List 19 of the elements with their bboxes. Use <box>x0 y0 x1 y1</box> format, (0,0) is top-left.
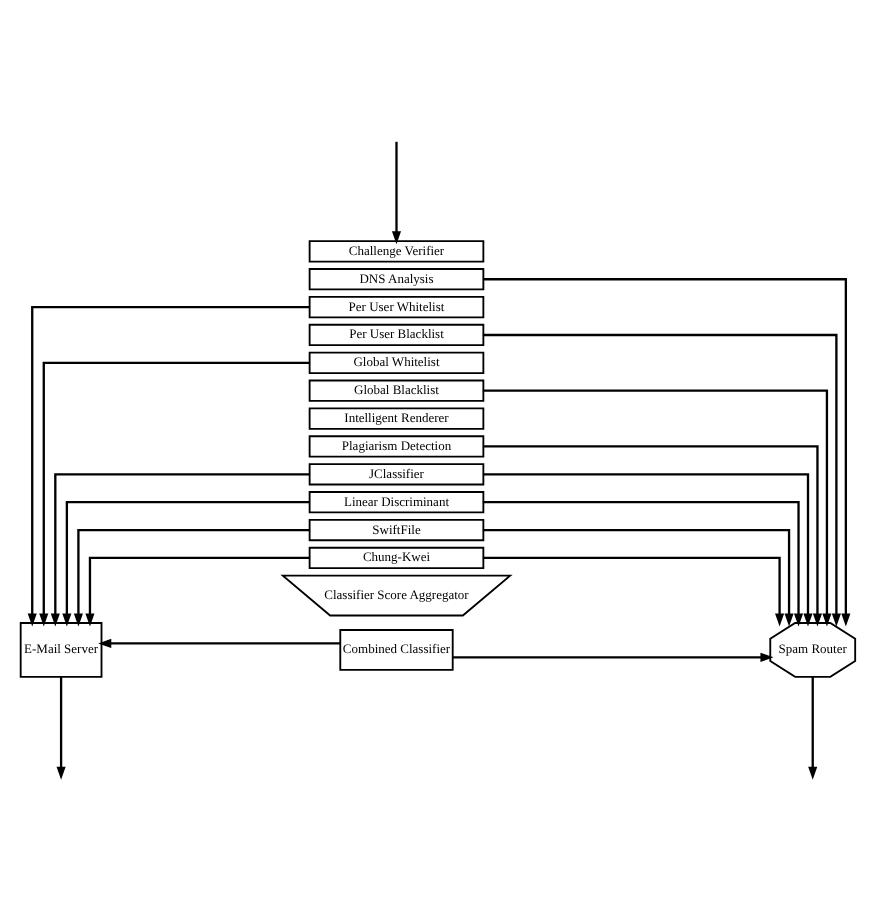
arrow <box>482 528 794 627</box>
arrow <box>482 389 832 627</box>
arrow <box>391 141 402 245</box>
arrow <box>98 638 341 648</box>
arrow <box>482 556 785 627</box>
arrow <box>73 528 311 627</box>
arrow <box>452 652 774 662</box>
arrow <box>27 305 311 627</box>
arrow <box>482 278 851 627</box>
arrow <box>62 501 311 627</box>
arrow <box>482 473 813 627</box>
arrow <box>56 677 66 780</box>
arrow <box>85 556 311 627</box>
arrow <box>482 501 804 627</box>
arrow <box>808 677 818 780</box>
arrow <box>482 445 822 627</box>
arrow <box>482 333 841 627</box>
arrow <box>39 361 311 627</box>
arrow <box>50 473 311 627</box>
